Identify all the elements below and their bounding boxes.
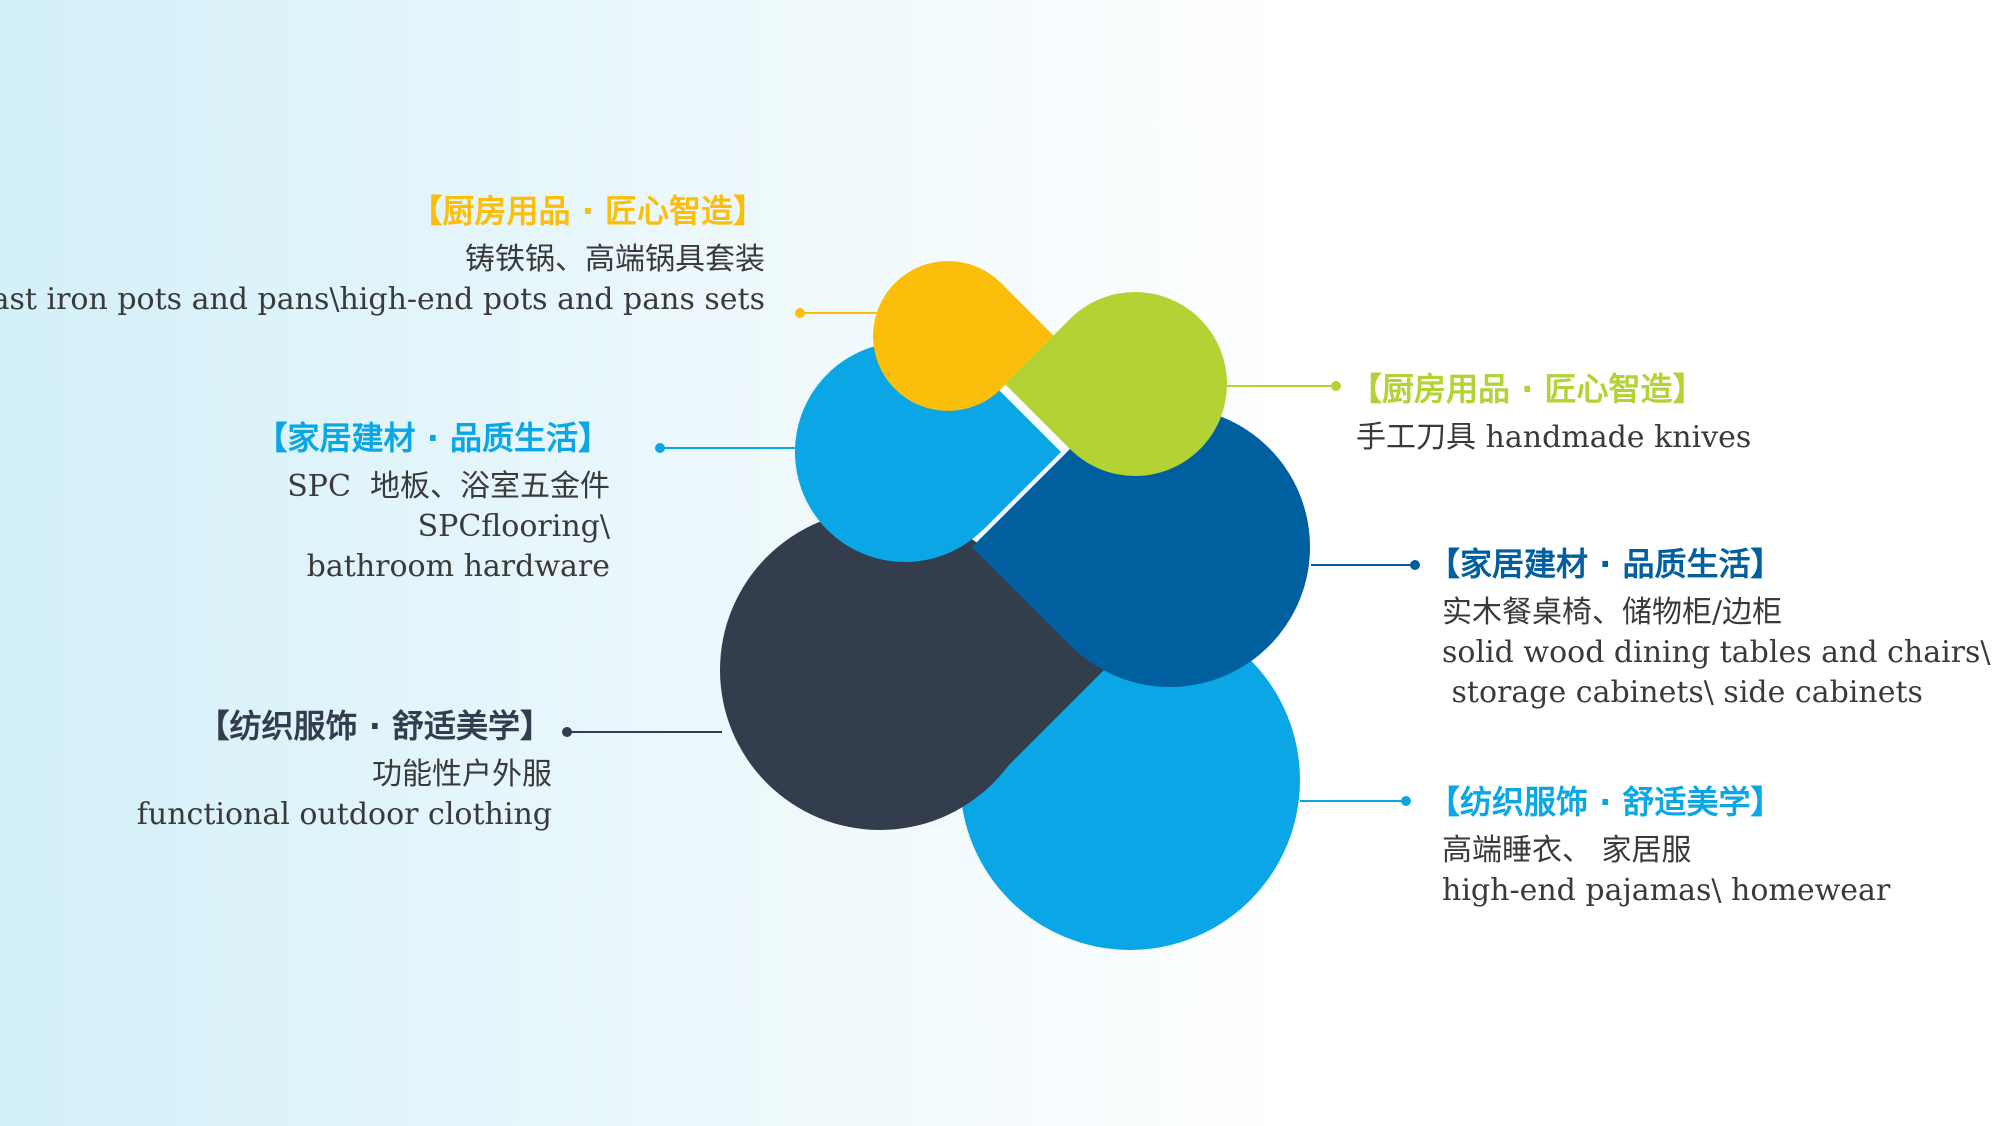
petal-charcoal-left: [720, 510, 1106, 830]
label-line-cn: 铸铁锅、高端锅具套装: [465, 242, 765, 278]
label-line-en-2: bathroom hardware: [306, 549, 610, 585]
connector-dot-building-furniture: [1410, 560, 1420, 570]
petal-navy-right: [972, 407, 1310, 687]
label-textile-outdoor: 【纺织服饰 · 舒适美学】 功能性户外服 functional outdoor …: [137, 707, 552, 835]
label-line-en: functional outdoor clothing: [136, 797, 552, 833]
label-title: 【纺织服饰 · 舒适美学】: [197, 707, 552, 745]
connector-dot-building-flooring: [655, 443, 665, 453]
label-line-cn: 实木餐桌椅、储物柜/边柜: [1442, 595, 1783, 631]
label-line-en-1: solid wood dining tables and chairs\: [1442, 635, 1991, 671]
petal-yellow-top: [873, 261, 1054, 411]
label-line-en: high-end pajamas\ homewear: [1442, 873, 1891, 909]
connector-dot-textile-pajamas: [1401, 796, 1411, 806]
label-textile-pajamas: 【纺织服饰 · 舒适美学】 高端睡衣、 家居服 high-end pajamas…: [1428, 783, 1890, 911]
label-kitchen-cookware: 【厨房用品 · 匠心智造】 铸铁锅、高端锅具套装 Cast iron pots …: [0, 192, 765, 320]
label-line-cn: 高端睡衣、 家居服: [1442, 833, 1692, 869]
label-line-en-1: SPCflooring\: [417, 509, 610, 545]
label-line-en: Cast iron pots and pans\high-end pots an…: [0, 282, 765, 318]
label-building-flooring: 【家居建材 · 品质生活】 SPC 地板、浴室五金件 SPCflooring\ …: [256, 419, 610, 587]
petal-lime-top-right: [1005, 292, 1227, 476]
label-title: 【纺织服饰 · 舒适美学】: [1428, 783, 1783, 821]
connector-dot-kitchen-cookware: [795, 308, 805, 318]
label-title: 【家居建材 · 品质生活】: [255, 419, 610, 457]
connector-dot-textile-outdoor: [562, 727, 572, 737]
label-kitchen-knives: 【厨房用品 · 匠心智造】 手工刀具 handmade knives: [1350, 370, 1751, 458]
label-title: 【厨房用品 · 匠心智造】: [1350, 370, 1705, 408]
label-building-furniture: 【家居建材 · 品质生活】 实木餐桌椅、储物柜/边柜 solid wood di…: [1428, 545, 1991, 713]
label-title: 【家居建材 · 品质生活】: [1428, 545, 1783, 583]
label-line-cn: 功能性户外服: [372, 757, 552, 793]
label-title: 【厨房用品 · 匠心智造】: [410, 192, 765, 230]
connector-dot-kitchen-knives: [1331, 381, 1341, 391]
label-line: 手工刀具 handmade knives: [1356, 420, 1752, 456]
label-line-cn: SPC 地板、浴室五金件: [287, 469, 610, 505]
label-line-en-2: storage cabinets\ side cabinets: [1442, 675, 1923, 711]
